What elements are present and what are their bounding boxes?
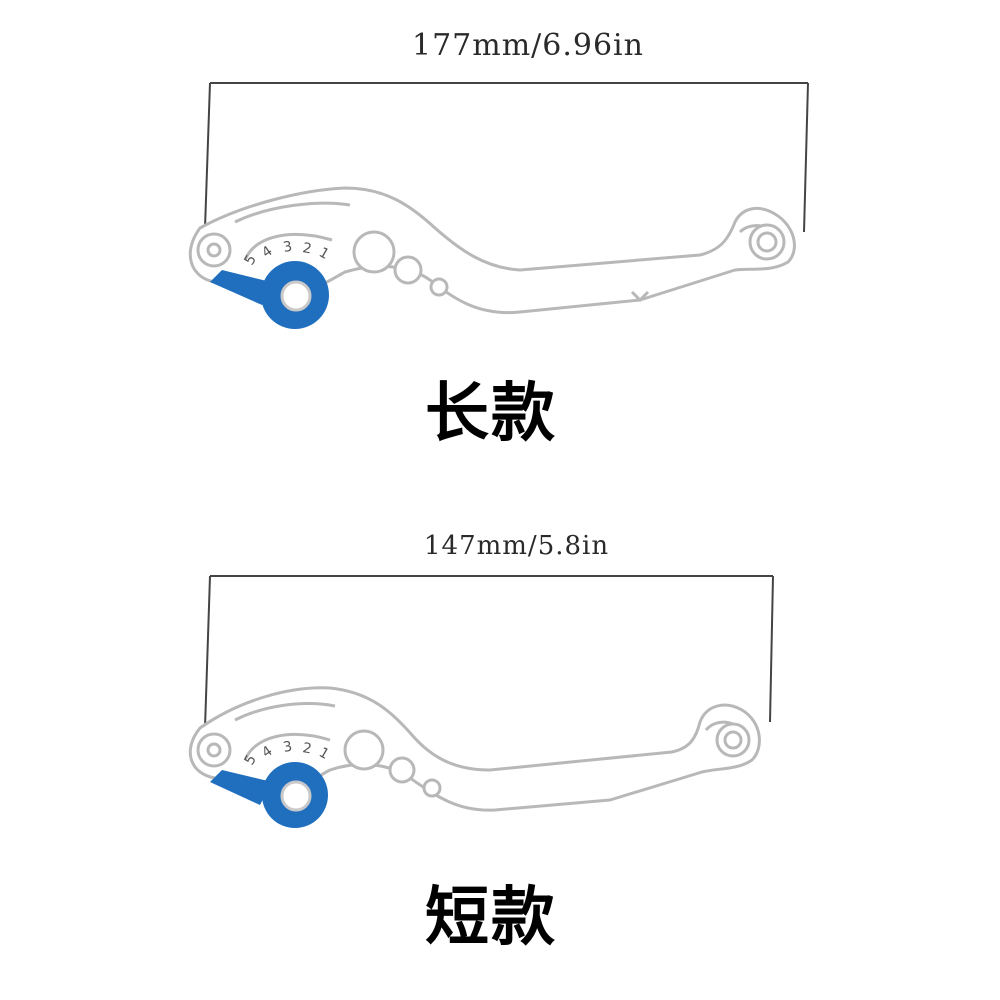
short-dimension-frame [204,575,774,729]
long-end-hole-inner [756,231,778,253]
long-scale-3: 3 [282,239,294,256]
short-hole-large [343,729,385,771]
long-lever-notch [630,290,650,303]
short-scale-3: 3 [282,739,294,756]
long-dimension-frame [204,82,809,233]
long-hole-large [352,230,396,274]
long-scale-arc [243,233,333,261]
long-dimension-label: 177mm/6.96in [412,28,644,63]
short-scale-2: 2 [301,740,313,757]
long-scale-2: 2 [301,240,313,257]
short-adjuster-knob-icon [210,762,328,828]
short-lever-group: 5 4 3 2 1 [188,575,774,828]
long-pivot-hole-inner [206,242,222,258]
long-lever-group: 5 4 3 2 1 [188,82,809,329]
short-hole-small [422,778,442,798]
long-lever-holes [196,223,786,297]
short-scale-arc [243,733,331,761]
long-hole-medium [393,255,423,285]
short-dimension-label: 147mm/5.8in [424,531,610,561]
short-pivot-hole-inner [206,742,222,758]
short-hole-medium [388,756,416,784]
short-variant-label: 短款 [425,881,557,955]
long-hole-small [429,277,449,297]
long-variant-label: 长款 [425,377,557,451]
short-lever-holes [196,722,751,798]
short-end-hole-inner [723,730,743,750]
long-adjuster-knob-icon [210,261,329,329]
